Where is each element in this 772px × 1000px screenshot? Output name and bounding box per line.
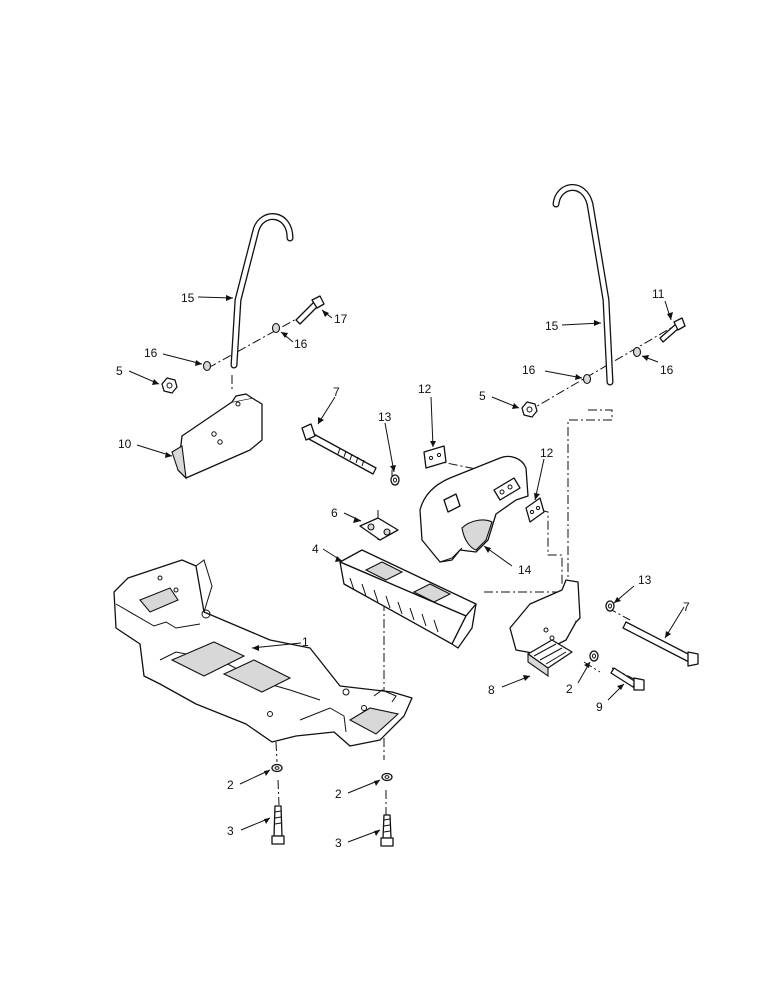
bolts-3-bottom [271,805,394,847]
callout-9: 9 [596,700,603,714]
callout-16-c: 16 [522,363,536,377]
callout-2-bottom-left: 2 [227,778,234,792]
nuts-5 [161,377,538,418]
callout-17: 17 [334,312,348,326]
callout-1: 1 [302,635,309,649]
callout-7-left: 7 [333,385,340,399]
counterweight-14 [419,455,529,563]
long-bolt-7-left [301,423,377,475]
callout-12-left: 12 [418,382,432,396]
callout-15-left: 15 [181,291,195,305]
callout-5-left: 5 [116,364,123,378]
callout-8: 8 [488,683,495,697]
callout-labels: 15 15 17 11 16 16 16 16 5 5 7 13 12 12 1… [116,287,690,850]
leader-arrowheads [152,295,673,836]
callout-7-right: 7 [683,600,690,614]
callout-2-bottom-right: 2 [335,787,342,801]
callout-16-d: 16 [660,363,674,377]
long-bolt-7-right [622,621,699,667]
rod-left [230,213,294,369]
callout-3-right: 3 [335,836,342,850]
callout-15-right: 15 [545,319,559,333]
main-frame-1 [113,559,413,747]
callout-14: 14 [518,563,532,577]
plate-12 [423,445,545,523]
callout-16-a: 16 [294,337,308,351]
callout-6: 6 [331,506,338,520]
callout-10: 10 [118,437,132,451]
leader-lines [128,296,685,843]
washers-16 [202,322,642,385]
callout-13-left: 13 [378,410,392,424]
step-bracket-8 [509,579,581,678]
callout-5-right: 5 [479,389,486,403]
support-bar-4 [339,549,477,649]
callout-16-b: 16 [144,346,158,360]
bolt-9 [610,667,645,691]
callout-13-right: 13 [638,573,652,587]
bracket-10 [171,393,263,480]
bolt-11 [659,317,686,343]
rod-right [552,184,614,386]
callout-4: 4 [312,542,319,556]
washer-13 [390,474,615,612]
plate-6 [359,517,399,541]
washer-2-right [589,650,599,662]
callout-11: 11 [652,287,665,301]
callout-3-left: 3 [227,824,234,838]
bolt-17 [295,295,325,325]
callout-2-right: 2 [566,682,573,696]
callout-12-right: 12 [540,446,554,460]
washers-2-bottom [271,763,393,782]
